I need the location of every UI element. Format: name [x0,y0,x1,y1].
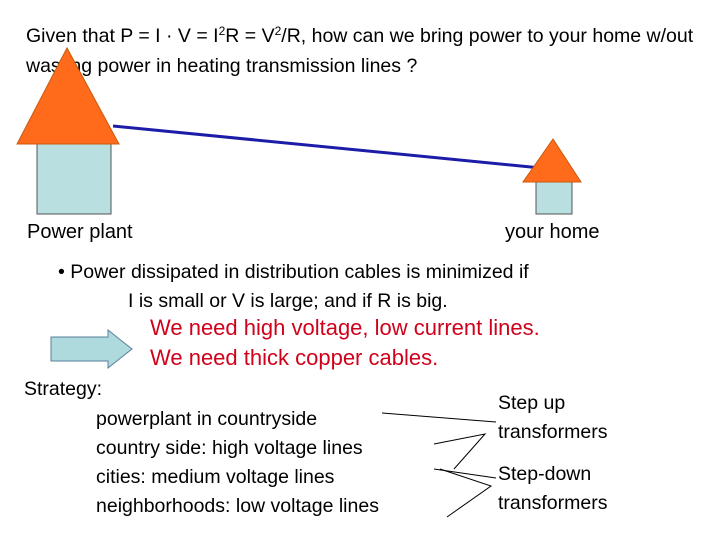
step-up-transformers-label: transformers [498,421,608,443]
strategy-step: country side: high voltage lines [96,437,363,459]
power-plant-wall [36,141,112,215]
power-plant-roof [16,46,120,145]
step-down-label: Step-down [498,463,592,485]
need-thick-cables-text: We need thick copper cables. [150,345,439,370]
bullet-line-2: I is small or V is large; and if R is bi… [128,290,448,312]
bullet-icon: • [58,261,65,283]
bullet-line-1: • Power dissipated in distribution cable… [58,261,529,283]
strategy-step: powerplant in countryside [96,408,318,430]
right-arrow-icon [50,329,133,369]
transmission-line [112,124,542,170]
strategy-step: cities: medium voltage lines [96,466,335,488]
home-wall [535,179,573,215]
your-home-label: your home [505,221,600,243]
home-roof [522,138,582,183]
transformer-connectors [381,412,497,518]
slide-title: Given that P = I · V = I2R = V2/R, how c… [26,24,694,77]
power-plant-label: Power plant [27,221,133,243]
dot-operator-icon: · [166,25,173,47]
strategy-heading: Strategy: [24,378,103,400]
need-high-voltage-text: We need high voltage, low current lines. [150,315,540,340]
strategy-step: neighborhoods: low voltage lines [96,495,379,517]
step-down-transformers-label: transformers [498,492,608,514]
step-up-label: Step up [498,392,566,414]
